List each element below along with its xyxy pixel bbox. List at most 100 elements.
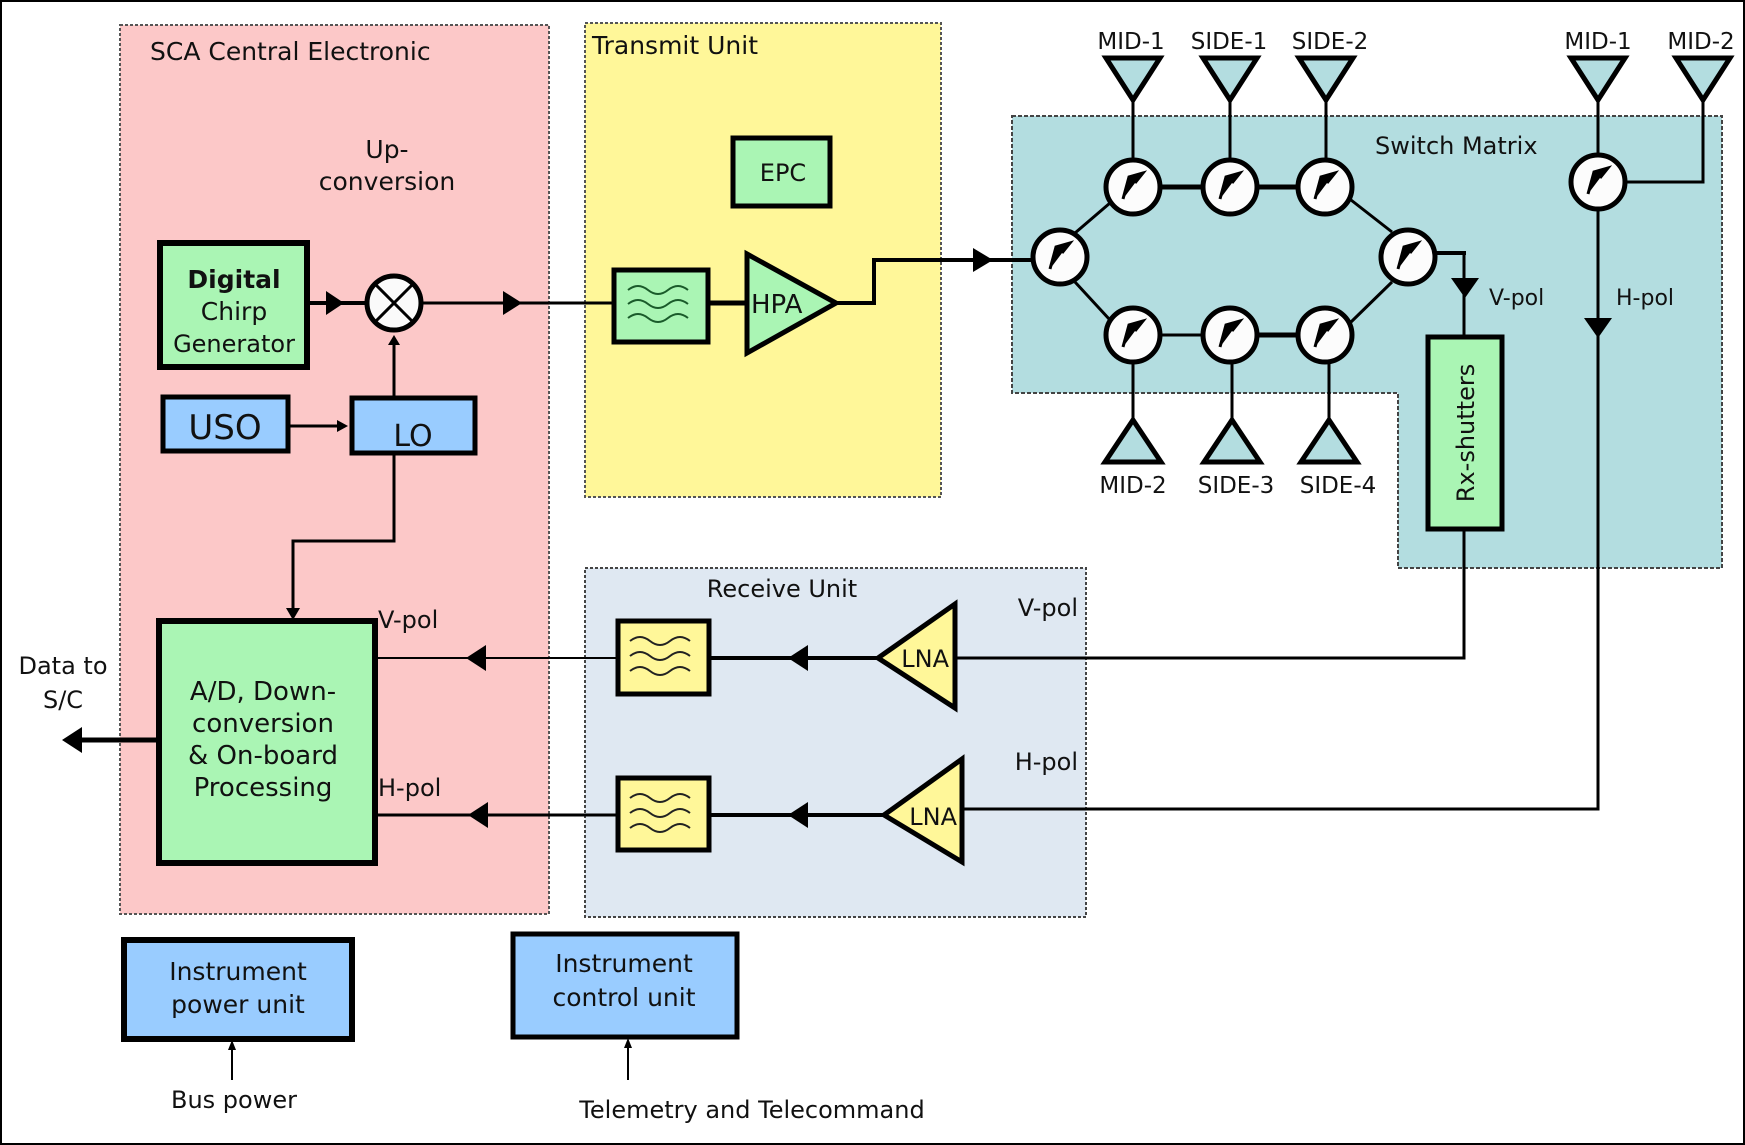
switch-arrow-icon	[1218, 318, 1245, 348]
uso-block[interactable]: USO	[160, 394, 291, 454]
mixer-block[interactable]	[364, 273, 424, 333]
antenna-icon	[1199, 415, 1265, 465]
switch-node[interactable]	[1200, 157, 1260, 217]
upconversion-label-line1: Up-	[365, 135, 408, 164]
rx-v-filter-block[interactable]	[615, 618, 712, 697]
arrow-lo-mixer	[388, 335, 400, 345]
adc-label-line1: A/D, Down-	[190, 677, 336, 707]
antenna-label-hpol-1: MID-1	[1564, 29, 1631, 55]
switch-arrow-icon	[1218, 170, 1245, 200]
switch-node[interactable]	[1103, 305, 1163, 365]
switch-node[interactable]	[1030, 227, 1090, 287]
arrow-data-out	[62, 727, 82, 753]
mixer-x-icon-b	[373, 282, 415, 324]
arrow-lo-adc	[286, 608, 300, 620]
arrow-uso-lo	[337, 420, 348, 432]
switch-circle	[1200, 157, 1260, 217]
adc-processing-block[interactable]: A/D, Down- conversion & On-board Process…	[156, 618, 378, 866]
bus-power-label: Bus power	[171, 1086, 297, 1114]
adc-label-line4: Processing	[194, 773, 333, 803]
wire-hpa-switch	[836, 258, 1032, 305]
switch-circle	[1378, 227, 1438, 287]
switch-arrow-icon	[1396, 240, 1423, 270]
receive-group-title: Receive Unit	[707, 575, 857, 603]
transmit-group-title: Transmit Unit	[591, 31, 758, 60]
antenna-icon	[1294, 55, 1358, 105]
data-to-sc-line1: Data to	[18, 652, 107, 680]
sca-h-pol-label: H-pol	[378, 774, 441, 802]
arrow-adc-h-in	[468, 802, 488, 828]
filter-waves-icon	[629, 793, 691, 833]
switch-circle	[1103, 157, 1163, 217]
uso-label: USO	[188, 408, 261, 448]
tx-filter-block[interactable]	[611, 267, 711, 345]
receive-v-pol-label: V-pol	[1018, 594, 1078, 622]
wire-rx-v-in	[955, 529, 1466, 660]
switch-node[interactable]	[1378, 227, 1438, 287]
hpa-amplifier[interactable]: HPA	[744, 249, 842, 358]
antenna-label-top-3: SIDE-2	[1292, 29, 1369, 55]
switch-matrix-title: Switch Matrix	[1375, 132, 1538, 160]
switch-circle	[1103, 305, 1163, 365]
epc-label: EPC	[760, 159, 806, 187]
chirp-label-line3: Generator	[173, 330, 295, 358]
sca-v-pol-label: V-pol	[378, 606, 438, 634]
switch-arrow-icon	[1313, 170, 1340, 200]
arrow-tm-tc	[624, 1038, 632, 1048]
bottom-antennas	[1100, 415, 1362, 465]
switch-circle	[1295, 305, 1355, 365]
instrument-power-unit[interactable]: Instrument power unit	[121, 937, 355, 1042]
wire-ring-l-b1	[1073, 280, 1112, 322]
rx-h-filter-block[interactable]	[615, 775, 712, 853]
hpol-antennas	[1566, 55, 1735, 105]
lna-v-amplifier[interactable]: LNA	[873, 599, 958, 713]
switch-node[interactable]	[1103, 157, 1163, 217]
switch-arrow-icon	[1313, 318, 1340, 348]
antenna-label-top-2: SIDE-1	[1191, 29, 1268, 55]
antenna-icon	[1671, 55, 1735, 105]
antenna-label-bottom-2: SIDE-3	[1198, 473, 1275, 499]
receive-h-pol-label: H-pol	[1015, 748, 1078, 776]
lna-h-label: LNA	[909, 803, 957, 831]
arrow-rx-h-mid	[788, 802, 808, 828]
wire-lo-adc	[291, 453, 396, 612]
hpa-label: HPA	[751, 290, 803, 320]
arrow-tx-switch	[973, 248, 993, 272]
lna-h-amplifier[interactable]: LNA	[879, 754, 965, 867]
switch-node[interactable]	[1200, 305, 1260, 365]
switch-v-pol-label: V-pol	[1489, 286, 1544, 311]
switch-circle	[1200, 305, 1260, 365]
sca-group-title: SCA Central Electronic	[150, 37, 431, 66]
arrow-rx-v-mid	[788, 645, 808, 671]
arrowheads	[62, 248, 1612, 1050]
switch-node[interactable]	[1295, 157, 1355, 217]
epc-block[interactable]: EPC	[730, 135, 833, 209]
arrow-adc-v-in	[466, 645, 486, 671]
chirp-label-line1: Digital	[187, 265, 280, 294]
switch-arrow-icon	[1121, 170, 1148, 200]
filter-waves-icon	[627, 285, 689, 323]
power-unit-line2: power unit	[171, 990, 305, 1019]
rx-shutters-block[interactable]: Rx-shutters	[1425, 334, 1505, 532]
lo-block[interactable]: LO	[349, 395, 478, 456]
switch-circle	[1295, 157, 1355, 217]
adc-label-line3: & On-board	[188, 741, 338, 771]
control-unit-line2: control unit	[552, 983, 695, 1012]
arrow-sw-h-out	[1584, 318, 1612, 338]
switch-node[interactable]	[1295, 305, 1355, 365]
antenna-icon	[1100, 415, 1166, 465]
antenna-icon	[1101, 55, 1165, 105]
switch-circle	[1568, 152, 1628, 212]
antenna-icon	[1296, 415, 1362, 465]
switch-node[interactable]	[1568, 152, 1628, 212]
arrow-bus-power	[228, 1040, 236, 1050]
wire-hpol-mid2	[1626, 100, 1705, 184]
antenna-icon	[1198, 55, 1262, 105]
instrument-control-unit[interactable]: Instrument control unit	[510, 931, 740, 1040]
antenna-label-hpol-2: MID-2	[1667, 29, 1734, 55]
adc-label-line2: conversion	[192, 709, 334, 739]
top-antennas	[1101, 55, 1358, 105]
digital-chirp-generator-block[interactable]: Digital Chirp Generator	[157, 240, 310, 370]
switch-h-pol-label: H-pol	[1616, 286, 1674, 311]
